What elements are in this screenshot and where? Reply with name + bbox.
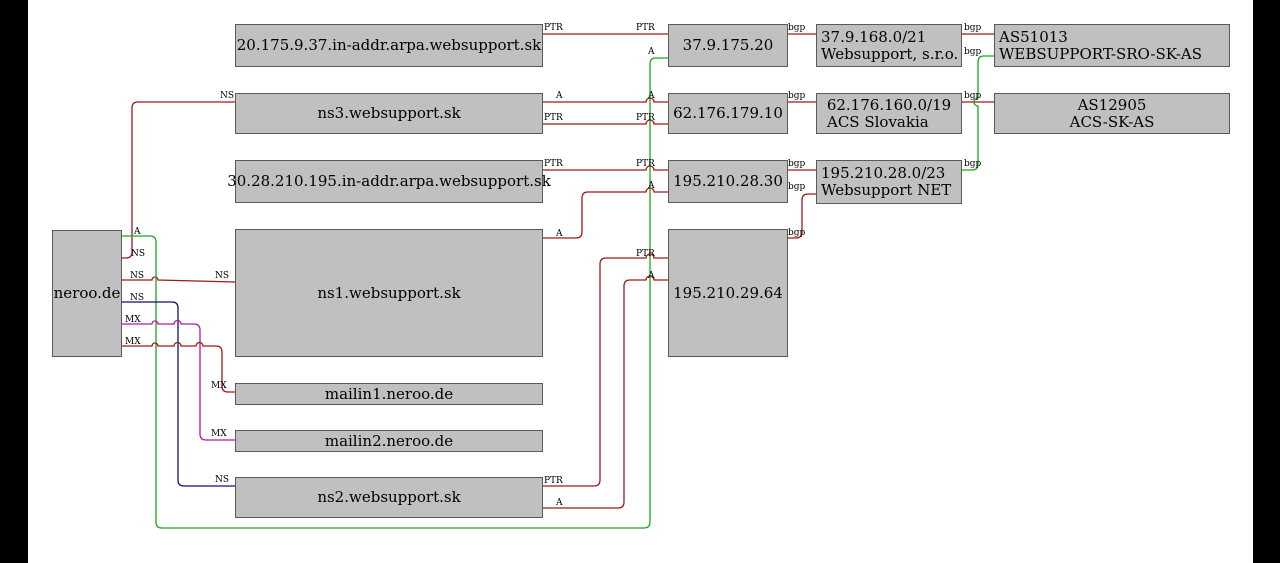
edge-label-ip62-ptr-src: PTR (544, 113, 563, 123)
edge-bgp-net195-as51013 (962, 55, 994, 171)
edge-ns1-a-ip195-30 (543, 187, 668, 239)
edge-label-ptr30-dst: PTR (636, 159, 655, 169)
node-ns2-label: ns2.websupport.sk (317, 488, 461, 506)
node-ns1-websupport[interactable]: ns1.websupport.sk (235, 229, 543, 357)
node-as51013-line1: AS51013 (999, 27, 1068, 46)
node-mailin1-label: mailin1.neroo.de (324, 384, 454, 403)
node-ns3-label: ns3.websupport.sk (317, 104, 461, 122)
node-net-62-176-160-0-19[interactable]: 62.176.160.0/19 ACS Slovakia (816, 93, 962, 134)
edge-label-mailin1-mx: MX (211, 381, 227, 391)
node-net195-line1: 195.210.28.0/23 (821, 164, 946, 182)
node-mailin2-neroo[interactable]: mailin2.neroo.de (235, 430, 543, 452)
edge-label-ns2-ns: NS (215, 475, 229, 485)
edge-label-ip195-64-ptr: PTR (636, 249, 655, 259)
node-ptr-30-label: 30.28.210.195.in-addr.arpa.websupport.sk (227, 172, 551, 190)
edge-label-neroo-mx-2: MX (125, 337, 141, 347)
node-net195-line2: Websupport NET (821, 181, 952, 199)
node-net37-line1: 37.9.168.0/21 (821, 27, 927, 46)
node-as12905[interactable]: AS12905 ACS-SK-AS (994, 93, 1230, 134)
node-neroo-de[interactable]: neroo.de (52, 230, 122, 357)
edge-bgp-ip195-64-net195 (788, 193, 816, 239)
node-ip-37-9-175-20[interactable]: 37.9.175.20 (668, 24, 788, 67)
edge-label-group: NS NS A NS NS NS MX MX MX MX NS PTR PTR … (125, 23, 982, 508)
edge-ip195-64-ptr-ns2 (543, 253, 668, 487)
edge-label-ns3-a-dst: A (647, 91, 655, 101)
node-ip37-label: 37.9.175.20 (682, 36, 774, 54)
node-ns2-websupport[interactable]: ns2.websupport.sk (235, 477, 543, 518)
node-ptr-30-28-210-195[interactable]: 30.28.210.195.in-addr.arpa.websupport.sk (227, 160, 551, 203)
node-as51013-line2: WEBSUPPORT-SRO-SK-AS (999, 44, 1203, 63)
edge-label-ns3-ns: NS (220, 91, 234, 101)
edge-label-neroo-a: A (133, 227, 141, 237)
edge-neroo-a-ip37 (122, 57, 668, 529)
edge-label-bgp-7: bgp (964, 47, 982, 57)
edge-layer: NS NS A NS NS NS MX MX MX MX NS PTR PTR … (122, 23, 994, 529)
node-net-195-210-28-0-23[interactable]: 195.210.28.0/23 Websupport NET (816, 160, 962, 204)
node-ns3-websupport[interactable]: ns3.websupport.sk (235, 93, 543, 134)
node-ip-195-210-29-64[interactable]: 195.210.29.64 (668, 229, 788, 357)
node-ip-62-176-179-10[interactable]: 62.176.179.10 (668, 93, 788, 134)
edge-label-ip195-64-a: A (647, 271, 655, 281)
edge-label-bgp-5: bgp (788, 228, 806, 238)
edge-neroo-ns3 (122, 101, 235, 259)
edge-label-ns1-a: A (555, 229, 563, 239)
node-ip195-64-label: 195.210.29.64 (673, 283, 783, 302)
edge-neroo-mailin2 (122, 319, 235, 441)
node-ns1-label: ns1.websupport.sk (317, 283, 461, 302)
node-ip62-label: 62.176.179.10 (673, 104, 783, 122)
node-as12905-line2: ACS-SK-AS (1069, 112, 1155, 131)
node-ip-195-210-28-30[interactable]: 195.210.28.30 (668, 160, 788, 203)
node-mailin2-label: mailin2.neroo.de (324, 431, 454, 450)
node-ptr-20-175-9-37[interactable]: 20.175.9.37.in-addr.arpa.websupport.sk (235, 24, 543, 67)
edge-label-ip195-30-a: A (647, 181, 655, 191)
edge-label-bgp-2: bgp (788, 91, 806, 101)
edge-label-bgp-9: bgp (964, 159, 982, 169)
edge-label-ptr20-dst: PTR (636, 23, 655, 33)
edge-neroo-ns1 (122, 276, 236, 283)
edge-label-bgp-8: bgp (964, 91, 982, 101)
node-mailin1-neroo[interactable]: mailin1.neroo.de (235, 383, 543, 405)
edge-label-ns1-ns: NS (215, 271, 229, 281)
edge-label-ip37-a: A (647, 47, 655, 57)
node-ip195-30-label: 195.210.28.30 (673, 172, 783, 190)
node-as12905-line1: AS12905 (1077, 95, 1147, 114)
edge-label-neroo-ns-2: NS (130, 271, 144, 281)
diagram-canvas: NS NS A NS NS NS MX MX MX MX NS PTR PTR … (28, 0, 1253, 563)
edge-neroo-mailin1 (122, 341, 235, 393)
edge-label-neroo-ns-3: NS (130, 293, 144, 303)
edge-neroo-ns2 (122, 301, 235, 487)
edge-label-bgp-6: bgp (964, 23, 982, 33)
edge-label-ns3-a-src: A (555, 91, 563, 101)
node-ptr-20-label: 20.175.9.37.in-addr.arpa.websupport.sk (236, 36, 542, 54)
edge-ip62-ptr-ns3 (543, 119, 668, 125)
edge-label-bgp-4: bgp (788, 182, 806, 192)
edge-ns3-a-ip62 (543, 97, 668, 103)
node-net62-line2: ACS Slovakia (827, 112, 929, 131)
edge-label-bgp-3: bgp (788, 159, 806, 169)
node-net62-line1: 62.176.160.0/19 (826, 95, 952, 114)
edge-ptr30-ip195-30 (543, 165, 668, 171)
edge-label-bgp-1: bgp (788, 23, 806, 33)
node-as51013[interactable]: AS51013 WEBSUPPORT-SRO-SK-AS (994, 24, 1230, 67)
edge-label-mailin2-mx: MX (211, 429, 227, 439)
edge-label-ns2-a: A (555, 498, 563, 508)
edge-label-ip62-ptr-dst: PTR (636, 113, 655, 123)
edge-label-ptr30-src: PTR (544, 159, 563, 169)
edge-label-ns2-ptr: PTR (544, 476, 563, 486)
edge-ns2-a-ip195-64 (543, 275, 668, 509)
edge-label-neroo-mx-1: MX (125, 315, 141, 325)
node-net37-line2: Websupport, s.r.o. (821, 44, 959, 63)
node-net-37-9-168-0-21[interactable]: 37.9.168.0/21 Websupport, s.r.o. (816, 24, 962, 67)
node-neroo-de-label: neroo.de (53, 284, 121, 302)
edge-label-ptr20-src: PTR (544, 23, 563, 33)
edge-label-neroo-ns-1: NS (131, 249, 145, 259)
